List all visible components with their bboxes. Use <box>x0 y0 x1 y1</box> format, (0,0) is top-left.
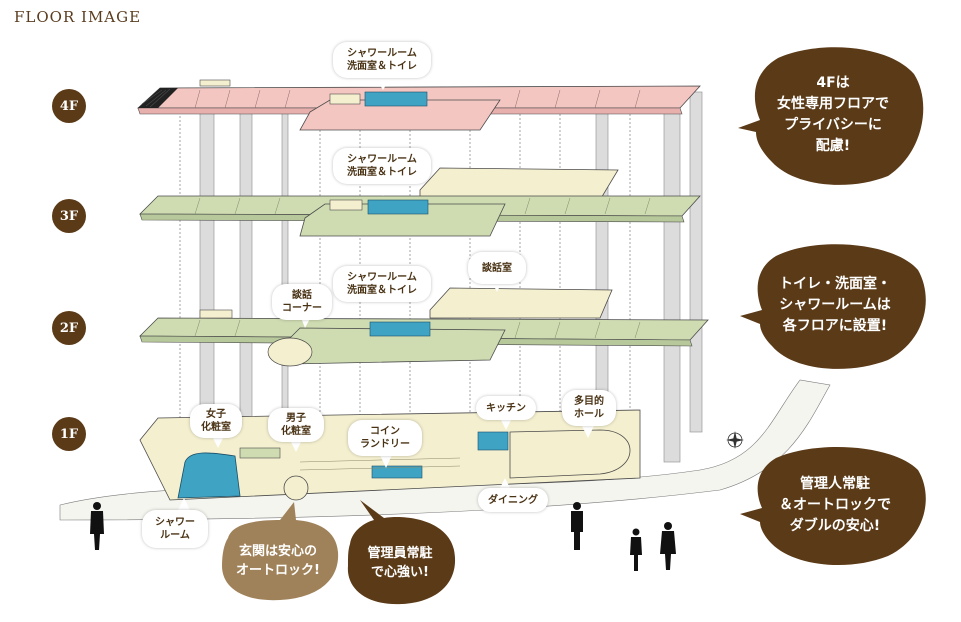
support-columns <box>199 91 703 469</box>
label-line: 談話室 <box>482 262 512 274</box>
label-line: 化粧室 <box>281 426 311 437</box>
label-line: シャワールーム <box>347 154 417 165</box>
label-line: コイン <box>370 426 400 437</box>
label-line: 多目的 <box>574 396 604 407</box>
callout-line: 女性専用フロアで <box>777 96 889 112</box>
floor-1f-plan <box>59 379 831 521</box>
label-line: キッチン <box>486 402 526 414</box>
callout-line: ダブルの安心! <box>789 517 881 534</box>
callout-line: 玄関は安心の <box>238 544 317 559</box>
callout-line: 各フロアに設置! <box>782 317 888 334</box>
label-line: 男子 <box>286 413 306 424</box>
label-line: 談話 <box>292 290 312 301</box>
floor-badge-4f: 4F <box>52 89 86 123</box>
people-silhouettes <box>90 502 676 571</box>
label-line: ダイニング <box>488 494 538 506</box>
label-line: ルーム <box>160 530 190 541</box>
floor-4f-plan <box>136 79 701 131</box>
label-shower-4f: シャワールーム洗面室＆トイレ <box>333 42 431 78</box>
floor-badge-3f: 3F <box>52 199 86 233</box>
callout-line: 4Fは <box>816 75 850 91</box>
label-line: シャワールーム <box>347 48 417 59</box>
callout-security: 管理人常駐 ＆オートロックでダブルの安心! <box>740 440 930 570</box>
label-line: ランドリー <box>360 439 410 450</box>
callout-manager-onsite: 管理員常駐で心強い! <box>340 500 460 608</box>
label-shower-room-1f: シャワールーム <box>142 510 208 548</box>
label-line: 化粧室 <box>201 422 231 433</box>
floor-badge-2f: 2F <box>52 311 86 345</box>
label-line: ホール <box>574 409 604 420</box>
callout-every-floor-facilities: トイレ・洗面室・シャワールームは各フロアに設置! <box>740 236 930 374</box>
label-men-powder-room: 男子化粧室 <box>268 408 324 442</box>
label-line: シャワールーム <box>347 272 417 283</box>
label-coin-laundry: コインランドリー <box>348 420 422 456</box>
callout-line: で心強い! <box>371 565 429 580</box>
compass-icon <box>726 431 744 449</box>
callout-line: オートロック! <box>236 563 320 578</box>
label-shower-2f: シャワールーム洗面室＆トイレ <box>333 266 431 302</box>
floor-3f-plan <box>139 167 701 237</box>
label-line: コーナー <box>282 303 322 314</box>
callout-line: 配慮! <box>815 138 851 154</box>
callout-women-only-floor: 4Fは女性専用フロアでプライバシーに配慮! <box>738 40 928 190</box>
callout-line: 管理員常駐 <box>367 546 433 561</box>
floor-2f-plan <box>139 287 709 367</box>
label-shower-3f: シャワールーム洗面室＆トイレ <box>333 148 431 184</box>
label-dining: ダイニング <box>478 488 548 512</box>
callout-entrance-autolock: 玄関は安心のオートロック! <box>214 500 342 604</box>
label-line: 洗面室＆トイレ <box>347 285 417 296</box>
label-danwa-corner: 談話コーナー <box>272 284 332 320</box>
label-danwa-room: 談話室 <box>468 252 526 284</box>
callout-line: ＆オートロックで <box>779 496 891 513</box>
callout-line: トイレ・洗面室・ <box>779 275 891 292</box>
callout-line: シャワールームは <box>779 296 891 313</box>
label-line: シャワー <box>155 517 195 528</box>
page-title: FLOOR IMAGE <box>14 8 142 26</box>
label-pointers <box>178 78 594 510</box>
label-line: 洗面室＆トイレ <box>347 167 417 178</box>
label-multipurpose-hall: 多目的ホール <box>562 390 616 426</box>
callout-line: プライバシーに <box>784 117 882 133</box>
label-women-powder-room: 女子化粧室 <box>190 404 242 438</box>
callout-line: 管理人常駐 <box>800 475 870 492</box>
label-line: 洗面室＆トイレ <box>347 61 417 72</box>
floor-badge-1f: 1F <box>52 417 86 451</box>
label-line: 女子 <box>206 409 226 420</box>
label-kitchen: キッチン <box>476 396 536 420</box>
